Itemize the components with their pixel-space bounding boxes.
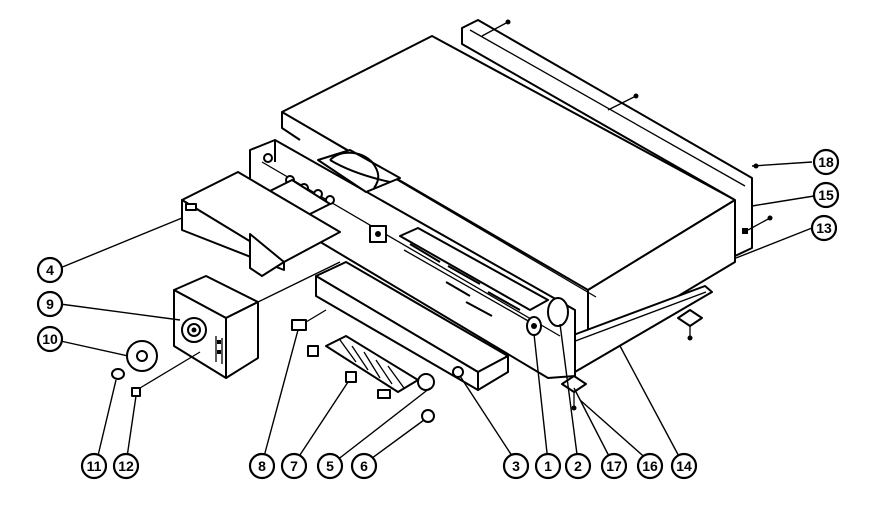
callout-5: 5 xyxy=(316,452,344,480)
callout-3: 3 xyxy=(502,452,530,480)
svg-text:1: 1 xyxy=(544,458,552,474)
part-12-screw xyxy=(131,387,141,397)
svg-text:18: 18 xyxy=(818,154,834,170)
callout-7: 7 xyxy=(280,452,308,480)
svg-text:3: 3 xyxy=(512,458,520,474)
callout-4: 4 xyxy=(36,256,64,284)
svg-text:9: 9 xyxy=(46,296,54,312)
svg-text:7: 7 xyxy=(290,458,298,474)
svg-text:13: 13 xyxy=(816,220,832,236)
callout-17: 17 xyxy=(600,452,628,480)
svg-text:17: 17 xyxy=(606,458,622,474)
callout-10: 10 xyxy=(36,325,64,353)
callout-18: 18 xyxy=(812,148,840,176)
svg-text:12: 12 xyxy=(118,458,134,474)
part-8-clip xyxy=(291,319,307,331)
svg-text:4: 4 xyxy=(46,262,54,278)
front-panel-assembly xyxy=(249,139,576,379)
washer-ring xyxy=(126,340,158,372)
callout-6: 6 xyxy=(350,452,378,480)
callout-16: 16 xyxy=(636,452,664,480)
svg-text:8: 8 xyxy=(258,458,266,474)
callout-9: 9 xyxy=(36,290,64,318)
svg-text:14: 14 xyxy=(676,458,692,474)
svg-text:15: 15 xyxy=(818,187,834,203)
svg-text:5: 5 xyxy=(326,458,334,474)
cassette-door xyxy=(181,171,341,277)
svg-text:16: 16 xyxy=(642,458,658,474)
svg-text:6: 6 xyxy=(360,458,368,474)
callout-11: 11 xyxy=(80,452,108,480)
top-cover-cabinet xyxy=(281,35,736,351)
rear-panel xyxy=(461,19,773,257)
callout-2: 2 xyxy=(564,452,592,480)
part-6-knob xyxy=(421,409,435,423)
svg-text:11: 11 xyxy=(87,458,102,474)
part-11-knob xyxy=(111,368,125,380)
callout-14: 14 xyxy=(670,452,698,480)
callout-12: 12 xyxy=(112,452,140,480)
svg-text:2: 2 xyxy=(574,458,582,474)
svg-text:10: 10 xyxy=(42,331,58,347)
callout-8: 8 xyxy=(248,452,276,480)
lower-trim-panel xyxy=(315,261,509,391)
callout-15: 15 xyxy=(812,181,840,209)
knob-module xyxy=(173,261,341,379)
callout-1: 1 xyxy=(534,452,562,480)
callout-13: 13 xyxy=(810,214,838,242)
button-strip xyxy=(307,335,435,399)
leader-lines xyxy=(55,161,815,465)
